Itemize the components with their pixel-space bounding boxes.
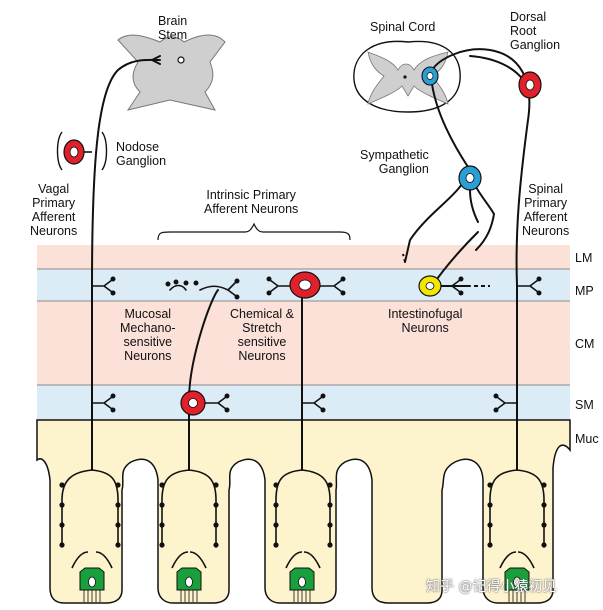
drg-label: Dorsal Root Ganglion [510, 10, 561, 52]
layer-label-lm: LM [575, 251, 593, 265]
spinal-afferent-label: Spinal Primary Afferent Neurons [522, 182, 570, 238]
cm-layer-band [37, 301, 570, 385]
watermark: 知乎 @记得小猿初见 [426, 579, 557, 595]
sympathetic-ganglion-label: Sympathetic Ganglion [360, 148, 429, 176]
chemical-stretch-neuron [289, 271, 321, 299]
chemical-stretch-label: Chemical & Stretch sensitive Neurons [230, 307, 294, 363]
layer-label-mp: MP [575, 284, 594, 298]
villus-terminal-networks [61, 469, 545, 569]
layer-label-sm: SM [575, 398, 594, 412]
intrinsic-neurons-label: Intrinsic Primary Afferent Neurons [204, 188, 299, 216]
layer-label-cm: CM [575, 337, 595, 351]
intrinsic-neurons-brace [157, 222, 351, 241]
brain-stem-section [117, 34, 226, 111]
nodose-ganglion-neuron [56, 131, 108, 171]
enteroendocrine-cells [79, 567, 530, 602]
drg-neuron [518, 71, 542, 99]
lm-layer-band [37, 245, 570, 269]
mucosal-mechanosensitive-label: Mucosal Mechano- sensitive Neurons [120, 307, 176, 363]
vagal-afferent-label: Vagal Primary Afferent Neurons [30, 182, 78, 238]
mucosa-villi [36, 419, 571, 604]
layer-label-muc: Muc [575, 432, 599, 446]
mucosal-mechanosensitive-neuron [180, 390, 206, 416]
intestinofugal-neuron [418, 275, 442, 297]
intestinofugal-label: Intestinofugal Neurons [388, 307, 463, 335]
sympathetic-ganglion-neuron [458, 165, 482, 191]
brain-stem-label: Brain Stem [158, 14, 188, 42]
spinal-cord-neuron [421, 66, 439, 86]
nodose-ganglion-label: Nodose Ganglion [116, 140, 167, 168]
spinal-cord-label: Spinal Cord [370, 20, 436, 34]
vagal-afferent-axon [91, 58, 161, 471]
